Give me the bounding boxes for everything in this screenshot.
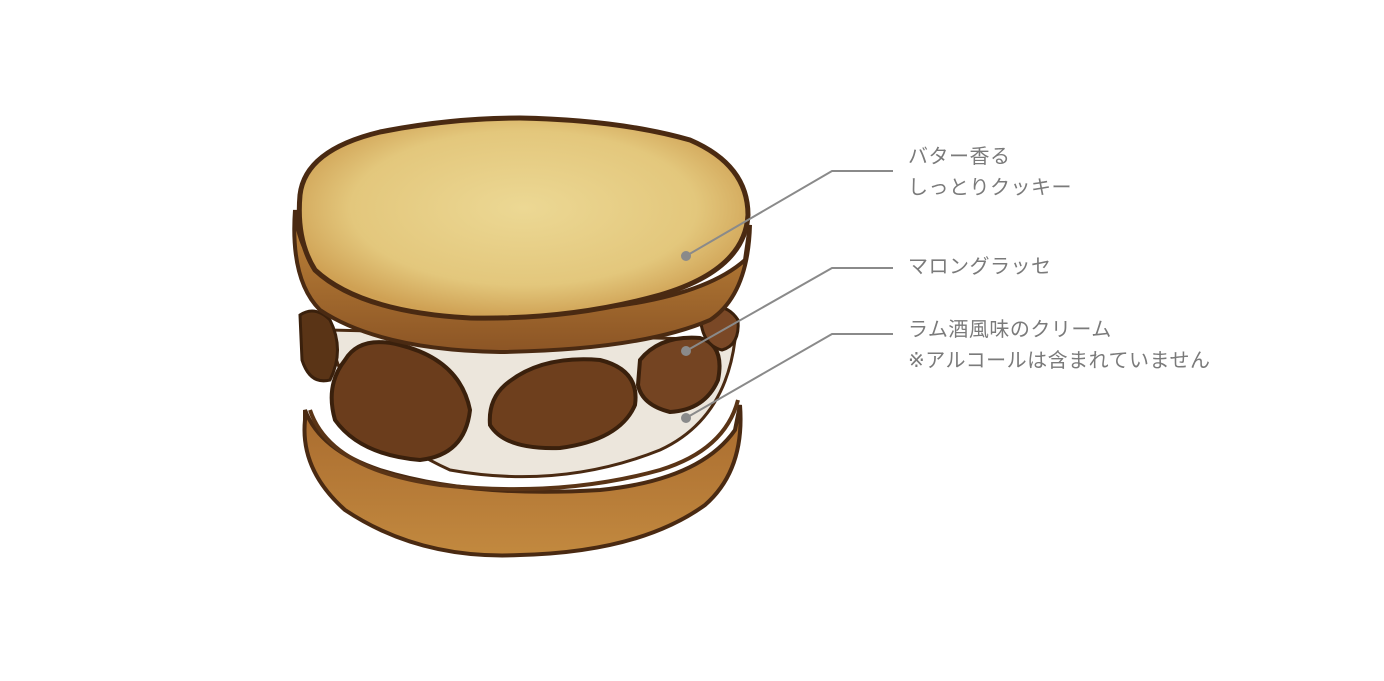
marron-callout-line1: マロングラッセ [908, 254, 1052, 278]
cookie-callout-label: バター香る しっとりクッキー [908, 141, 1072, 203]
bottom-cookie [302, 399, 743, 558]
top-cookie [292, 115, 752, 355]
cream-callout-label: ラム酒風味のクリーム ※アルコールは含まれていません [908, 314, 1210, 376]
marron-callout-label: マロングラッセ [908, 251, 1052, 282]
cookie-leader-dot [681, 251, 691, 261]
marron-glace-pieces [298, 305, 740, 463]
cookie-leader-line [685, 170, 893, 257]
cream-callout-line2: ※アルコールは含まれていません [908, 348, 1211, 372]
callout-leader-lines [681, 170, 893, 423]
cream-leader-dot [681, 413, 691, 423]
marron-leader-line [685, 267, 893, 352]
cream-leader-line [685, 333, 893, 419]
cookie-callout-line1: バター香る [908, 144, 1011, 168]
marron-leader-dot [681, 346, 691, 356]
cream-callout-line1: ラム酒風味のクリーム [908, 317, 1112, 341]
cookie-callout-line2: しっとりクッキー [908, 175, 1072, 199]
